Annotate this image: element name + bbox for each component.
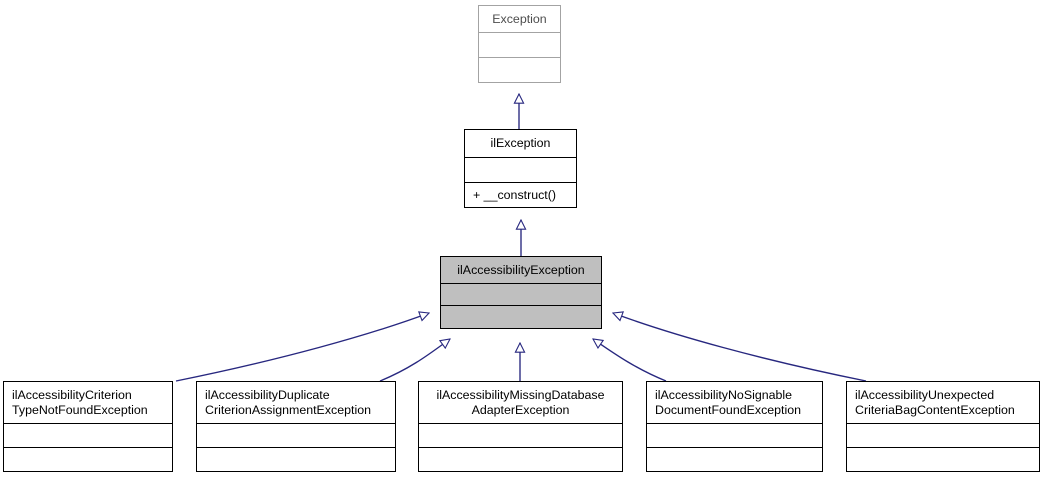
class-operations-ilaccessibilityexception <box>441 305 601 328</box>
class-attributes-ilexception <box>465 157 576 182</box>
class-attributes-missingdatabaseadapter <box>419 423 622 447</box>
class-attributes-duplicatecriterionassignment <box>197 423 395 447</box>
class-operations-duplicatecriterionassignment <box>197 447 395 471</box>
class-attributes-unexpectedcriteriabagcontent <box>847 423 1039 447</box>
class-name-exception: Exception <box>492 11 547 26</box>
class-node-nosignabledocumentfound[interactable]: ilAccessibilityNoSignable DocumentFoundE… <box>646 381 823 472</box>
edge-unexpectedcriteriabagcontent-to-parent <box>613 313 867 382</box>
class-node-ilexception[interactable]: ilException + __construct() <box>464 129 577 208</box>
class-name-ilaccessibilityexception: ilAccessibilityException <box>441 257 601 283</box>
class-name-duplicatecriterionassignment: ilAccessibilityDuplicate CriterionAssign… <box>205 388 371 417</box>
edge-nosignabledocumentfound-to-parent <box>593 339 667 382</box>
class-node-missingdatabaseadapter[interactable]: ilAccessibilityMissingDatabase AdapterEx… <box>418 381 623 472</box>
class-operations-unexpectedcriteriabagcontent <box>847 447 1039 471</box>
class-attributes-exception <box>479 32 560 57</box>
edge-criteriontypenotfound-to-parent <box>175 313 429 382</box>
class-node-ilaccessibilityexception[interactable]: ilAccessibilityException <box>440 256 602 329</box>
class-node-criteriontypenotfound[interactable]: ilAccessibilityCriterion TypeNotFoundExc… <box>3 381 173 472</box>
class-attributes-nosignabledocumentfound <box>647 423 822 447</box>
class-operations-missingdatabaseadapter <box>419 447 622 471</box>
edge-duplicatecriterionassignment-to-parent <box>379 339 450 382</box>
class-node-unexpectedcriteriabagcontent[interactable]: ilAccessibilityUnexpected CriteriaBagCon… <box>846 381 1040 472</box>
class-operations-criteriontypenotfound <box>4 447 172 471</box>
class-node-duplicatecriterionassignment[interactable]: ilAccessibilityDuplicate CriterionAssign… <box>196 381 396 472</box>
class-name-ilexception: ilException <box>490 136 551 151</box>
class-operations-ilexception: + __construct() <box>465 182 576 207</box>
class-name-missingdatabaseadapter: ilAccessibilityMissingDatabase AdapterEx… <box>436 388 605 417</box>
class-name-nosignabledocumentfound: ilAccessibilityNoSignable DocumentFoundE… <box>655 388 802 417</box>
class-operations-nosignabledocumentfound <box>647 447 822 471</box>
class-attributes-ilaccessibilityexception <box>441 283 601 305</box>
class-operations-exception <box>479 57 560 82</box>
class-name-unexpectedcriteriabagcontent: ilAccessibilityUnexpected CriteriaBagCon… <box>855 388 1015 417</box>
class-name-criteriontypenotfound: ilAccessibilityCriterion TypeNotFoundExc… <box>12 388 148 417</box>
class-node-exception[interactable]: Exception <box>478 5 561 83</box>
class-attributes-criteriontypenotfound <box>4 423 172 447</box>
